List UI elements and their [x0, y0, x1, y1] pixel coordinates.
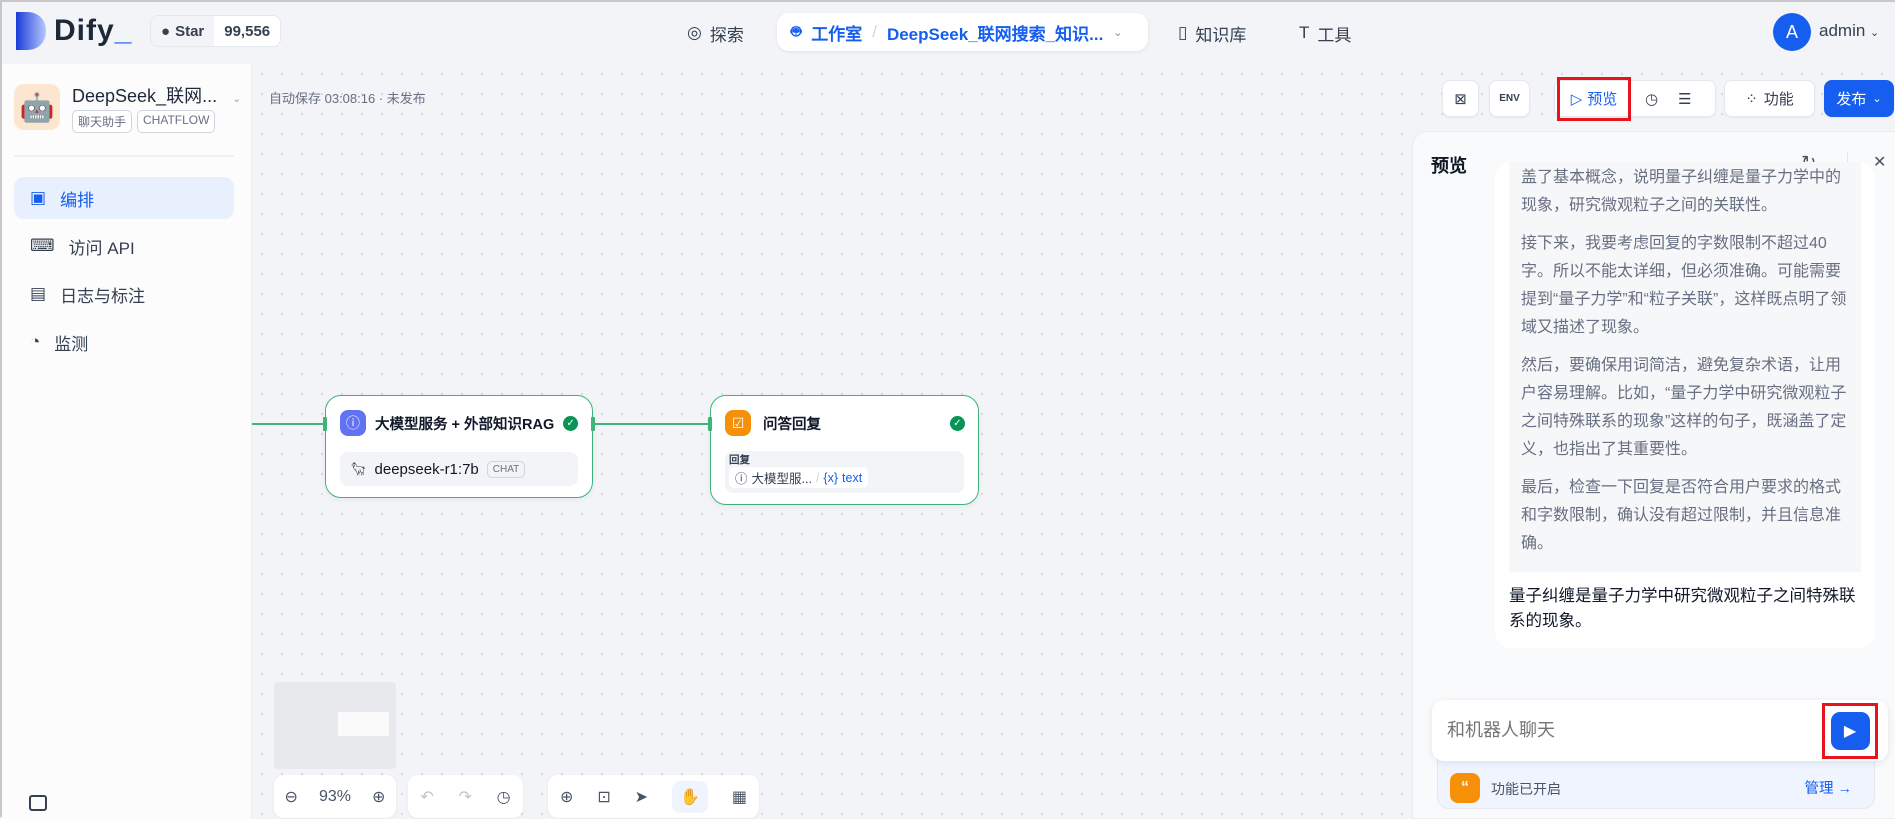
close-icon[interactable]: ✕ [1873, 154, 1887, 171]
dify-logo-icon [16, 12, 46, 50]
sidebar-item-monitor[interactable]: ◔监测 [30, 332, 89, 354]
top-header: Dify_ ●Star 99,556 ◎探索 🤖︎ 工作室 / DeepSeek… [2, 2, 1895, 64]
send-button[interactable]: ▶ [1822, 703, 1878, 759]
add-node-icon[interactable]: ⊕ [559, 788, 574, 806]
organize-blocks-icon[interactable]: ▦ [731, 788, 747, 806]
chat-input-box: ▶ [1432, 700, 1888, 761]
success-check-icon: ✓ [563, 415, 579, 431]
llm-icon: ⓘ [735, 472, 748, 486]
github-icon: ● [161, 22, 171, 40]
history-icon[interactable]: ◷ [496, 788, 511, 806]
minimap[interactable] [274, 682, 396, 769]
github-star-button[interactable]: ●Star 99,556 [150, 15, 282, 47]
features-button[interactable]: ⁘功能 [1724, 80, 1815, 117]
thought-block: 盖了基本概念，说明量子纠缠是量子力学中的现象，研究微观粒子之间的关联性。 接下来… [1509, 162, 1861, 572]
sidebar: 🤖 DeepSeek_联网... ⌄ 聊天助手 CHATFLOW ▣编排 ⌨访问… [2, 64, 252, 819]
llm-icon: ⓘ [340, 410, 366, 436]
sidebar-toggle-icon[interactable] [29, 795, 47, 811]
book-icon: ▯ [1178, 23, 1188, 42]
source-handle[interactable] [591, 417, 595, 431]
pointer-icon[interactable]: ➤ [634, 788, 649, 806]
target-handle[interactable] [708, 417, 712, 431]
preview-group: ▷预览 ◷ ☰ [1554, 76, 1716, 121]
history-controls: ↶ ↷ ◷ [408, 775, 523, 818]
features-icon: ⁘ [1745, 90, 1758, 108]
publish-button[interactable]: 发布⌄ [1824, 80, 1894, 117]
redo-icon[interactable]: ↷ [458, 788, 472, 806]
app-breadcrumb[interactable]: DeepSeek_联网搜索_知识... [886, 24, 1104, 44]
canvas-tools: ⊕ ⊡ ➤ ✋ ▦ [548, 775, 759, 818]
zoom-in-icon[interactable]: ⊕ [372, 788, 386, 806]
app-type-tag: 聊天助手 [72, 110, 133, 133]
app-mode-tag: CHATFLOW [137, 110, 216, 133]
quote-icon: “ [1450, 773, 1480, 803]
chevron-down-icon: ⌄ [1870, 27, 1880, 39]
edge [252, 423, 325, 425]
star-count: 99,556 [214, 16, 281, 46]
dify-logo[interactable]: Dify_ [16, 12, 132, 50]
chat-input[interactable] [1447, 715, 1807, 745]
layout-icon: ▣ [30, 188, 47, 207]
hammer-icon: T [1299, 23, 1310, 42]
undo-icon[interactable]: ↶ [420, 788, 434, 806]
preview-title: 预览 [1431, 156, 1467, 176]
add-note-icon[interactable]: ⊡ [597, 788, 611, 806]
nav-studio[interactable]: 🤖︎ 工作室 / DeepSeek_联网搜索_知识... ⌄ [777, 13, 1148, 51]
nav-explore[interactable]: ◎探索 [687, 23, 744, 45]
answer-text: 量子纠缠是量子力学中研究微观粒子之间特殊联系的现象。 [1509, 587, 1856, 630]
hand-icon[interactable]: ✋ [672, 780, 708, 813]
nav-knowledge[interactable]: ▯知识库 [1178, 23, 1247, 45]
answer-icon: ☑ [725, 410, 751, 436]
run-history-icon[interactable]: ◷ [1645, 90, 1659, 108]
ollama-icon: 🦙︎ [350, 461, 367, 476]
app-icon: 🤖 [14, 84, 60, 130]
chat-variable-icon: ⊠ [1454, 90, 1467, 108]
sidebar-item-api[interactable]: ⌨访问 API [30, 236, 135, 258]
user-menu[interactable]: admin ⌄ [1819, 21, 1880, 40]
edge [593, 423, 710, 425]
zoom-controls: ⊖ 93% ⊕ [274, 775, 396, 818]
dashboard-icon: ◔ [30, 332, 41, 351]
manage-link[interactable]: 管理 → [1804, 781, 1852, 797]
preview-button[interactable]: ▷预览 [1557, 76, 1631, 121]
conversation-vars-button[interactable]: ⊠ [1442, 80, 1479, 117]
compass-icon: ◎ [687, 23, 702, 42]
robot-icon: 🤖︎ [791, 22, 802, 41]
terminal-icon: ⌨ [30, 236, 55, 255]
autosave-status: 自动保存 03:08:16 · 未发布 [269, 91, 426, 106]
assistant-message: 盖了基本概念，说明量子纠缠是量子力学中的现象，研究微观粒子之间的关联性。 接下来… [1495, 162, 1875, 648]
target-handle[interactable] [323, 417, 327, 431]
sidebar-item-orchestrate[interactable]: ▣编排 [14, 177, 234, 219]
zoom-level[interactable]: 93% [318, 787, 351, 805]
zoom-out-icon[interactable]: ⊖ [284, 788, 298, 806]
app-name[interactable]: DeepSeek_联网... ⌄ [72, 86, 242, 106]
sidebar-item-logs[interactable]: ▤日志与标注 [30, 284, 146, 306]
divider [14, 155, 234, 157]
chevron-down-icon: ⌄ [1872, 93, 1882, 105]
file-list-icon: ▤ [30, 284, 47, 303]
checklist-icon[interactable]: ☰ [1678, 90, 1692, 108]
env-button[interactable]: ENV [1489, 80, 1530, 117]
llm-node[interactable]: ⓘ 大模型服务 + 外部知识RAG ✓ 🦙︎ deepseek-r1:7b CH… [323, 395, 595, 498]
play-icon: ▷ [1570, 90, 1583, 108]
chevron-down-icon: ⌄ [1113, 26, 1123, 39]
avatar[interactable]: A [1773, 13, 1811, 51]
features-bar: “ 功能已开启 管理 → [1437, 759, 1875, 809]
preview-panel: 预览 ↻ ✕ 盖了基本概念，说明量子纠缠是量子力学中的现象，研究微观粒子之间的关… [1412, 131, 1895, 819]
success-check-icon: ✓ [950, 415, 965, 431]
send-icon: ▶ [1830, 712, 1870, 750]
